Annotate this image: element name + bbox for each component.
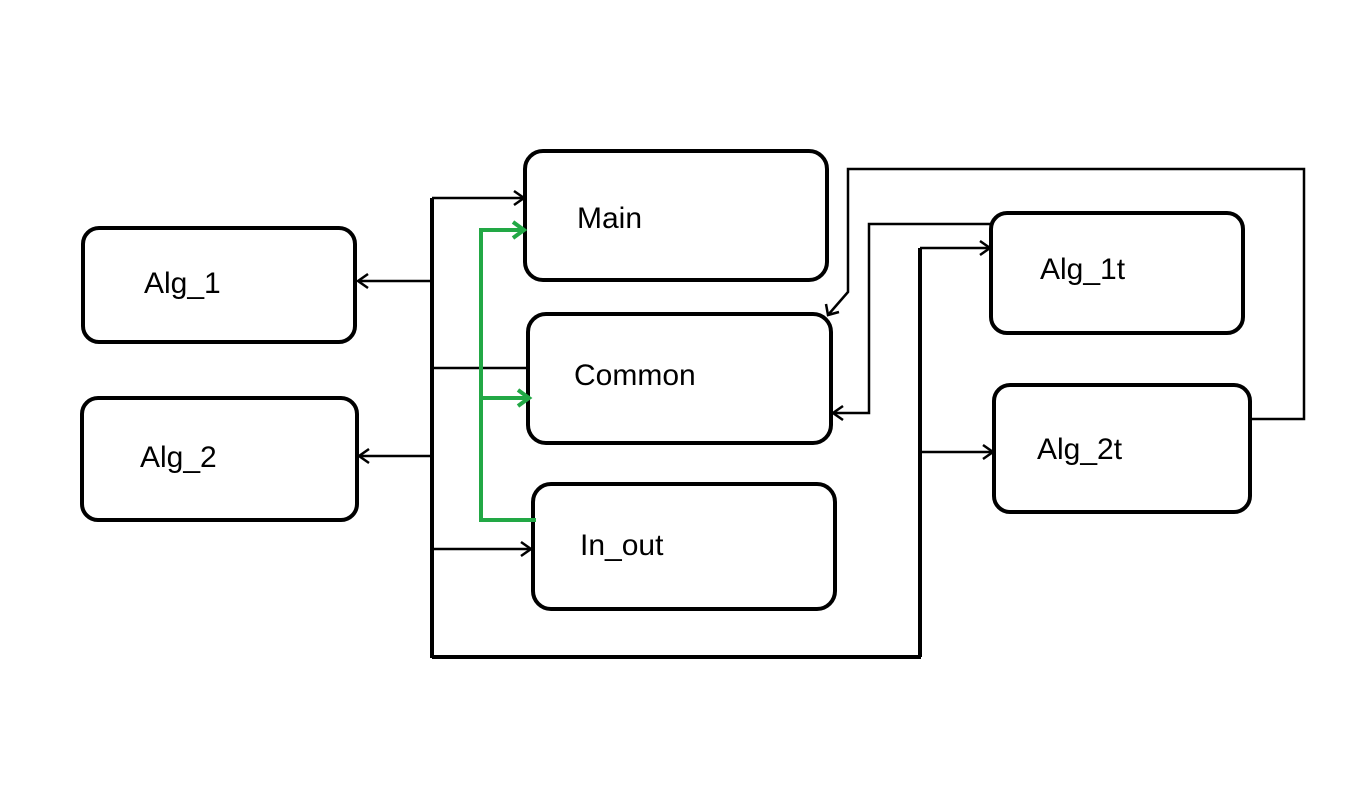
arrow-alg-2t-to-common (824, 167, 1306, 421)
green-arrowhead-main (511, 220, 528, 240)
arrow-bus-to-alg-2t (920, 443, 996, 461)
node-alg-1-label: Alg_1 (144, 267, 221, 300)
node-alg-1t[interactable]: Alg_1t (989, 211, 1245, 335)
node-alg-2-label: Alg_2 (140, 441, 217, 474)
node-in-out[interactable]: In_out (531, 482, 837, 611)
arrow-bus-to-main (432, 189, 527, 207)
arrow-bus-to-alg-1t (920, 239, 993, 257)
node-alg-2t-label: Alg_2t (1037, 433, 1123, 466)
green-arrowhead-common (516, 388, 533, 408)
arrow-bus-to-alg-2 (356, 447, 432, 465)
node-common[interactable]: Common (526, 312, 833, 445)
node-main[interactable]: Main (523, 149, 829, 282)
green-arrows-in-out (479, 220, 536, 522)
node-in-out-label: In_out (580, 529, 664, 562)
node-alg-2t[interactable]: Alg_2t (992, 383, 1252, 514)
node-main-label: Main (577, 202, 642, 235)
arrow-bus-to-alg-1 (355, 272, 432, 290)
arrow-alg-1t-to-common (830, 222, 991, 422)
node-common-label: Common (574, 359, 696, 392)
arrow-bus-to-in-out (432, 540, 534, 558)
node-alg-2[interactable]: Alg_2 (80, 396, 359, 522)
node-alg-1t-label: Alg_1t (1040, 253, 1126, 286)
node-alg-1[interactable]: Alg_1 (81, 226, 357, 344)
green-line-in-out (479, 228, 536, 522)
